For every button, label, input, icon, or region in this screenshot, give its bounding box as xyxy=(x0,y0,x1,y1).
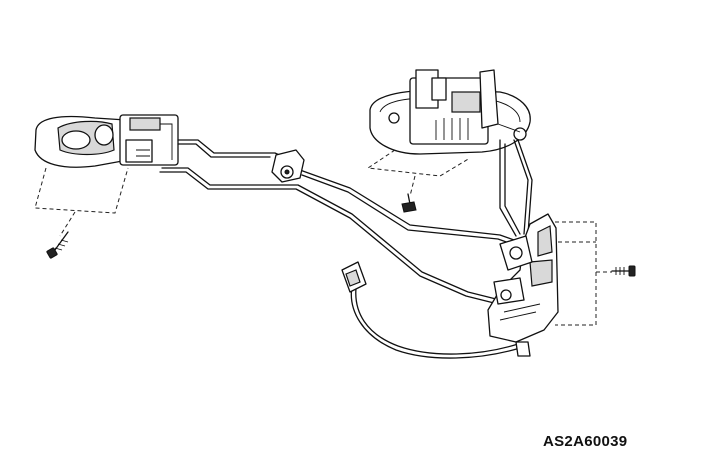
inside-handle-mount-guide xyxy=(34,167,129,237)
inside-door-handle xyxy=(34,114,179,168)
cable-clip xyxy=(271,149,305,183)
inside-lock-cable xyxy=(177,139,515,245)
inside-handle-screw xyxy=(46,231,69,259)
wire-harness xyxy=(350,285,531,359)
figure-code: AS2A60039 xyxy=(543,433,628,450)
latch-screw xyxy=(611,265,636,277)
inside-open-cable xyxy=(159,167,501,305)
outside-handle-rods xyxy=(499,139,533,237)
outside-handle-bolt xyxy=(401,193,417,213)
latch-mount-guide xyxy=(555,221,612,326)
harness-connector xyxy=(341,261,367,293)
outside-handle-mount-guide xyxy=(366,149,471,197)
door-lock-assembly xyxy=(487,213,559,343)
outside-door-handle xyxy=(369,69,531,155)
